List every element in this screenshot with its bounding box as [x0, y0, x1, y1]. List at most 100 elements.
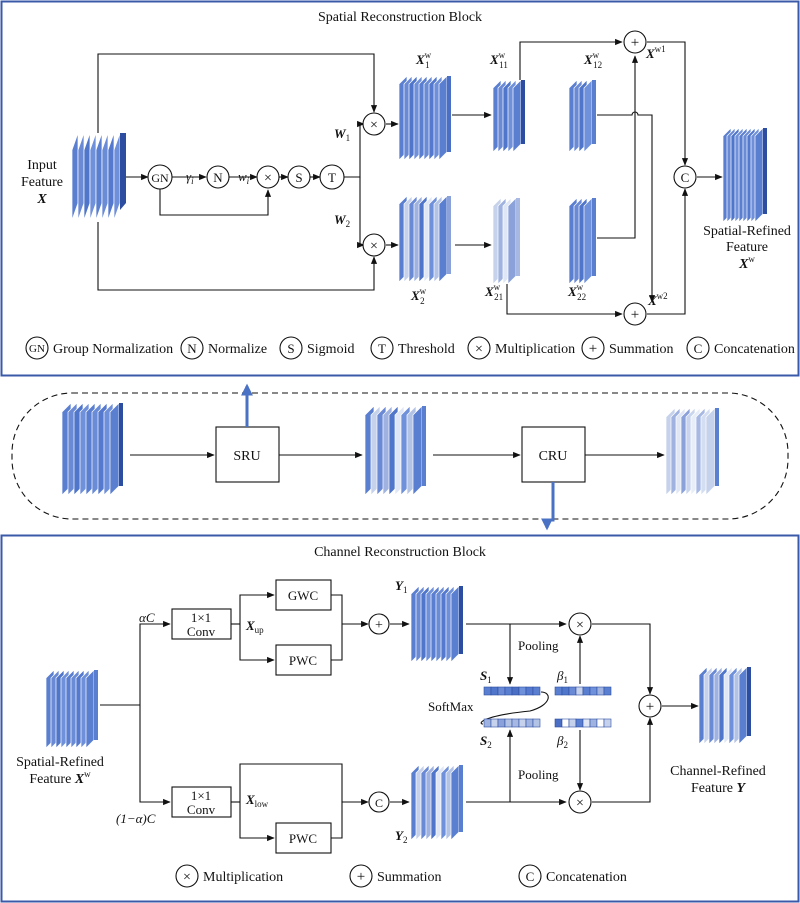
sum-operator-w1: + — [623, 30, 647, 54]
multiply-operator-w2: × — [362, 233, 386, 257]
feature-side-face — [747, 667, 751, 736]
sru-input-label-1: Input — [27, 158, 57, 173]
feature-slice — [83, 132, 91, 221]
svg-text:Sigmoid: Sigmoid — [307, 342, 354, 357]
weight-cell — [511, 718, 520, 728]
feature-side-face — [592, 198, 596, 276]
pipeline-mid-stack — [364, 405, 426, 496]
sru-x12w-feature-stack — [568, 79, 596, 153]
svg-text:+: + — [357, 869, 365, 885]
svg-text:N: N — [187, 341, 197, 356]
svg-text:GWC: GWC — [288, 588, 318, 603]
w-i-label: wi — [238, 169, 250, 186]
sru-x2w-feature-stack — [398, 195, 451, 283]
svg-text:N: N — [213, 170, 223, 185]
feature-side-face — [422, 406, 426, 486]
svg-text:1×1: 1×1 — [191, 610, 211, 625]
feature-slice — [107, 132, 115, 221]
weight-cell — [603, 686, 612, 696]
svg-text:C: C — [526, 869, 535, 884]
alpha-c-label: αC — [139, 610, 155, 625]
feature-side-face — [516, 198, 520, 276]
feature-slice — [450, 764, 460, 841]
feature-slice — [705, 407, 716, 496]
sru-output-label-2: Feature — [726, 240, 768, 255]
svg-text:T: T — [328, 170, 336, 185]
conv-1x1-lower: 1×1 Conv — [171, 786, 232, 818]
xw2-label: Xw2 — [647, 291, 668, 308]
svg-text:Threshold: Threshold — [398, 342, 455, 357]
svg-text:Summation: Summation — [377, 870, 442, 885]
cru-y1-stack — [410, 585, 463, 663]
gamma-label: γi — [186, 169, 194, 186]
feature-side-face — [592, 80, 596, 144]
pooling-lower-label: Pooling — [518, 767, 559, 782]
sum-operator-w2: + — [623, 302, 647, 326]
legend-item-concatenation: C Concatenation — [686, 336, 795, 360]
cru-title: Channel Reconstruction Block — [314, 545, 486, 560]
svg-text:GN: GN — [151, 171, 169, 185]
weight-cell — [575, 686, 584, 696]
normalize-operator: N — [206, 165, 230, 189]
sru-input-label-2: Feature — [21, 175, 63, 190]
feature-side-face — [447, 76, 451, 152]
feature-slice — [583, 197, 593, 285]
sru-legend: GN Group Normalization N Normalize S Sig… — [25, 336, 795, 360]
feature-side-face — [94, 670, 98, 740]
threshold-operator: T — [319, 164, 345, 190]
pipeline-output-stack — [665, 407, 719, 496]
channel-reconstruction-block: Channel Reconstruction Block Spatial-Ref… — [0, 534, 800, 903]
pwc-box-lower: PWC — [275, 822, 332, 854]
feature-slice — [85, 669, 95, 749]
svg-text:C: C — [681, 170, 690, 185]
legend-item-gn: GN Group Normalization — [25, 336, 173, 360]
softmax-label: SoftMax — [428, 699, 474, 714]
cru-multiply-upper: × — [568, 612, 592, 636]
sru-x1w-feature-stack — [398, 75, 451, 161]
cru-y2-stack — [410, 764, 463, 841]
w2-label: W2 — [334, 212, 350, 229]
weight-cell — [568, 718, 577, 728]
feature-side-face — [459, 765, 463, 832]
cru-output-label-1: Channel-Refined — [670, 764, 766, 779]
sru-title: Spatial Reconstruction Block — [318, 10, 482, 25]
gn-operator: GN — [147, 164, 173, 190]
feature-side-face — [119, 403, 123, 486]
cru-input-stack — [45, 669, 98, 749]
feature-slice — [512, 79, 522, 153]
feature-slice — [113, 132, 121, 221]
sru-panel-border — [0, 0, 800, 377]
svg-text:GN: GN — [29, 343, 45, 355]
feature-slice — [89, 132, 97, 221]
svg-text:+: + — [646, 699, 654, 715]
svg-text:Concatenation: Concatenation — [546, 870, 627, 885]
svg-text:S: S — [287, 341, 294, 356]
x-up-label: Xup — [245, 618, 264, 635]
s2-label: S2 — [480, 733, 492, 750]
feature-slice — [95, 132, 103, 221]
weight-cell — [603, 718, 612, 728]
weight-cell — [561, 718, 570, 728]
sru-module-box[interactable]: SRU — [215, 426, 280, 483]
weight-cell — [554, 718, 563, 728]
svg-text:PWC: PWC — [289, 653, 317, 668]
one-minus-alpha-c-label: (1−α)C — [116, 811, 156, 826]
sru-output-feature-stack — [722, 127, 767, 223]
cru-legend-multiplication: × Multiplication — [175, 864, 283, 888]
svg-text:×: × — [475, 342, 483, 357]
feature-slice — [583, 79, 593, 153]
beta2-label: β2 — [556, 733, 568, 750]
cru-output-label-2: Feature Y — [691, 781, 746, 796]
pipeline-input-stack — [61, 402, 123, 496]
cru-module-box[interactable]: CRU — [521, 426, 586, 483]
weight-cell — [497, 686, 506, 696]
weight-cell — [575, 718, 584, 728]
feature-slice — [101, 132, 109, 221]
xw1-label: Xw1 — [645, 44, 666, 61]
feature-slice — [438, 195, 448, 283]
svg-text:T: T — [378, 341, 386, 356]
gwc-box: GWC — [275, 579, 332, 611]
cru-input-label-1: Spatial-Refined — [16, 755, 104, 770]
